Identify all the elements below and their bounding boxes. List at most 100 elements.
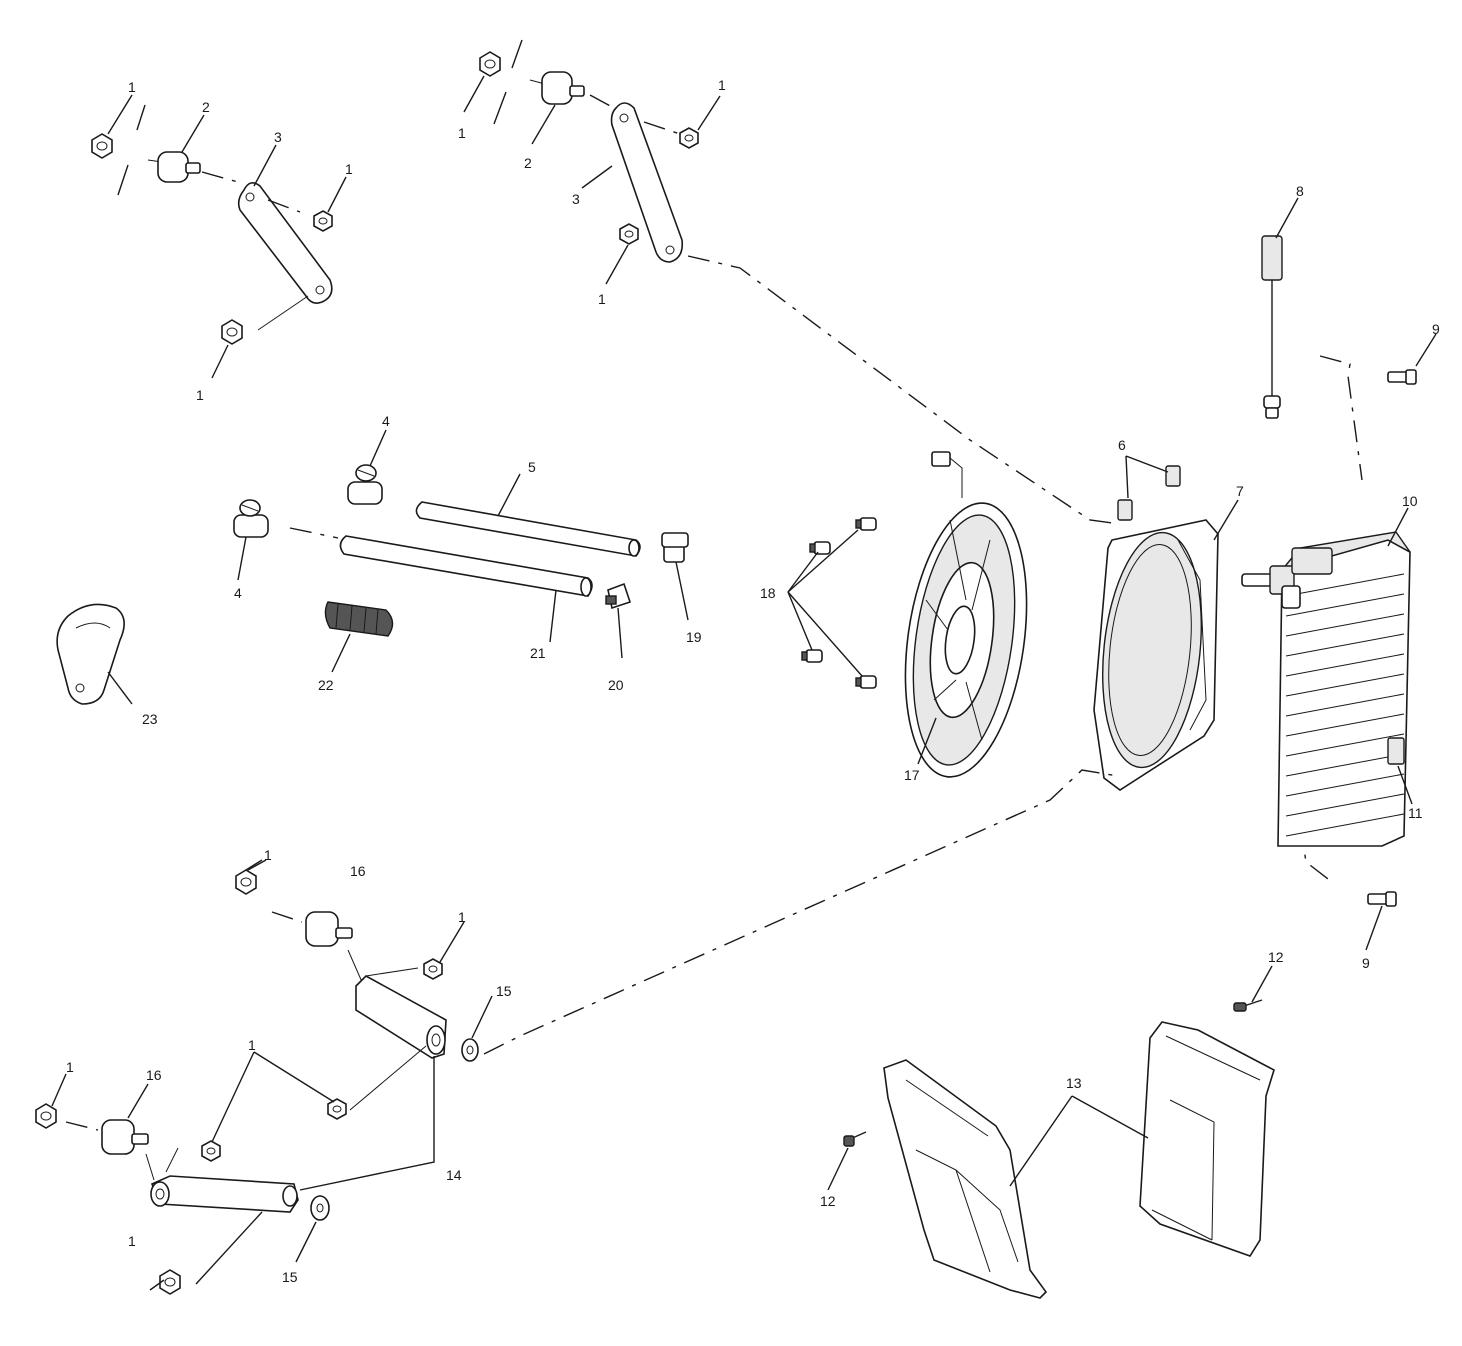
nut-part-1 [221,295,309,345]
bracket-part-3 [237,182,333,304]
isolator-part-2 [147,151,239,183]
leader-line [107,671,133,705]
leader-line [787,551,819,593]
leader-line [295,1221,317,1263]
leader-line [581,165,613,189]
callout-14: 14 [446,1167,462,1183]
callout-1: 1 [458,125,466,141]
callout-13: 13 [1066,1075,1082,1091]
callout-1: 1 [248,1037,256,1053]
callout-23: 23 [142,711,158,727]
leader-line [439,921,465,963]
leader-line [127,1083,149,1119]
nut-part-1 [201,1140,221,1162]
break-mark [511,39,523,69]
leader-line [787,591,813,651]
callout-4: 4 [382,413,390,429]
callout-12: 12 [820,1193,836,1209]
bolt-part-9 [1365,891,1397,951]
isolator-part-2 [529,71,615,109]
assembly-path-line [483,769,1119,1055]
callout-1: 1 [128,1233,136,1249]
leader-line [1397,765,1413,805]
leader-line [787,591,863,677]
screw-part-12 [1233,999,1263,1012]
callout-18: 18 [760,585,776,601]
fan-assembly [787,451,1028,778]
callout-1: 1 [458,909,466,925]
leader-line [51,1073,67,1107]
leader-line [605,244,629,285]
callout-1: 1 [345,161,353,177]
callout-1: 1 [264,847,272,863]
leader-line [211,1051,255,1143]
leader-line [1251,965,1273,1003]
leader-line [245,859,263,871]
callout-4: 4 [234,585,242,601]
hose-part-5 [415,501,641,557]
callout-9: 9 [1432,321,1440,337]
clip-part-6 [1117,499,1133,521]
leader-line [331,633,351,673]
leader-line [195,1211,263,1285]
bracket-part-14 [355,975,447,1059]
connector-line [165,1147,179,1173]
connector-line [349,1045,427,1111]
washer-part-15 [310,1195,330,1221]
radiator-fins [1285,573,1405,837]
callout-1: 1 [196,387,204,403]
nut-part-1 [313,210,333,232]
leader-line [549,589,557,643]
leader-line [253,144,277,187]
leader-line [211,344,229,379]
shroud-assembly [1093,455,1239,791]
splash-guard-assembly [827,965,1275,1299]
bolt-part-9 [1387,333,1437,385]
shroud-part-7 [1093,519,1219,791]
break-mark [117,164,129,196]
lower-mount-assembly-lower [35,1051,435,1295]
leader-line [369,429,387,467]
leader-line [471,995,493,1039]
callout-2: 2 [202,99,210,115]
leader-line [247,859,267,871]
lower-mount-assembly-upper [235,859,493,1120]
leader-line [463,75,485,113]
callout-5: 5 [528,459,536,475]
leader-line [1125,455,1169,473]
splash-guard-part-13 [883,1059,1048,1299]
callout-1: 1 [128,79,136,95]
leader-line [327,176,347,213]
leader-line [617,607,623,659]
callout-16: 16 [146,1067,162,1083]
callout-11: 11 [1408,805,1423,821]
radiator-bracket-part-11 [1387,737,1413,805]
leader-line [299,1056,435,1191]
leader-line [675,561,689,621]
nut-part-1 [35,1103,57,1129]
callout-2: 2 [524,155,532,171]
isolator-part-16 [271,911,353,947]
screw-part-18 [855,675,877,689]
callout-6: 6 [1118,437,1126,453]
callout-21: 21 [530,645,546,661]
bracket-part-14 [150,1175,299,1213]
isolator-part-16 [65,1119,149,1155]
leader-line [1275,197,1299,239]
leader-line [497,473,521,517]
fan-part-17 [904,451,1028,778]
nut-part-1 [159,1269,181,1295]
screw-part-18 [809,541,831,555]
nut-part-1 [235,869,257,895]
leader-line [1213,499,1239,541]
nut-part-1 [91,133,113,159]
leader-line [1071,1095,1149,1139]
connector-line [145,1153,155,1181]
callout-1: 1 [598,291,606,307]
top-left-mount-assembly [91,94,347,379]
callout-19: 19 [686,629,702,645]
nut-part-1 [479,51,501,77]
leader-line [531,104,556,145]
